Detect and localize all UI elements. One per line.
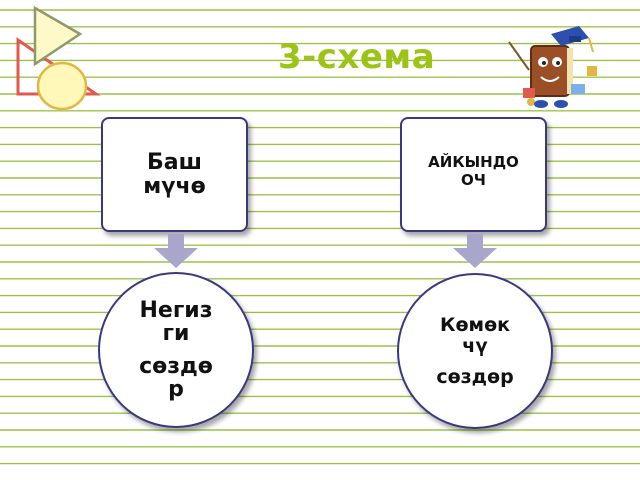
- triangle-and-circle-decor-icon: [16, 6, 101, 111]
- auxiliary-words-first-word: Көмөк чү: [439, 313, 511, 357]
- main-words-circle: Негиз ги сөздө р: [98, 272, 254, 428]
- main-member-label: Баш мүчө: [143, 149, 206, 199]
- main-member-box: Баш мүчө: [101, 117, 248, 232]
- modifier-label: АЙКЫНДО ОЧ: [428, 153, 519, 189]
- arrow-down-icon: [154, 234, 198, 268]
- auxiliary-words-second-word: сөздөр: [436, 365, 514, 388]
- auxiliary-words-circle: Көмөк чү сөздөр: [397, 273, 553, 429]
- book-teacher-mascot-icon: [508, 26, 597, 108]
- arrow-down-icon: [453, 234, 497, 268]
- diagram-title: 3-схема: [278, 37, 436, 77]
- main-words-second-word: сөздө р: [139, 354, 213, 402]
- main-words-first-word: Негиз ги: [139, 298, 213, 346]
- modifier-box: АЙКЫНДО ОЧ: [400, 117, 547, 232]
